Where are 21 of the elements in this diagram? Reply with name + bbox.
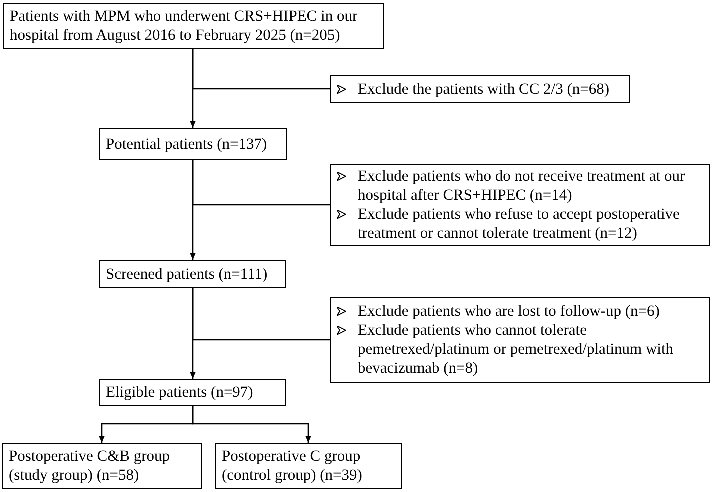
- exclusion-text: Exclude patients who are lost to follow-up (n=6): [358, 302, 660, 321]
- node-text: Patients with MPM who underwent CRS+HIPEC in our hospital from August 2016 to February 2025 (n=205): [10, 7, 359, 45]
- exclusion-text: Exclude patients who cannot tolerate pemetrexed/platinum or pemetrexed/platinum with bevacizumab (n=8): [358, 321, 675, 378]
- exclusion-box: [330, 297, 710, 383]
- process-box: [99, 260, 286, 288]
- node-text: Postoperative C group (control group) (n=39): [222, 447, 364, 485]
- exclusion-box: [330, 75, 630, 103]
- exclusion-text: Exclude the patients with CC 2/3 (n=68): [358, 80, 610, 98]
- node-text: Postoperative C&B group (study group) (n=58): [9, 447, 172, 485]
- group-box: [2, 443, 202, 489]
- group-box: [215, 443, 402, 489]
- exclusion-box: [330, 164, 710, 246]
- node-text: Screened patients (n=111): [106, 264, 269, 284]
- process-box: [3, 3, 384, 49]
- process-box: [99, 128, 287, 160]
- process-box: [99, 379, 286, 406]
- node-text: Potential patients (n=137): [106, 134, 268, 154]
- exclusion-text: Exclude patients who refuse to accept postoperative treatment or cannot tolerate treatment (n=12): [358, 205, 681, 243]
- exclusion-text: Exclude patients who do not receive treatment at our hospital after CRS+HIPEC (n=14): [358, 167, 686, 205]
- connector-arrow: [192, 406, 312, 443]
- node-text: Eligible patients (n=97): [106, 383, 254, 402]
